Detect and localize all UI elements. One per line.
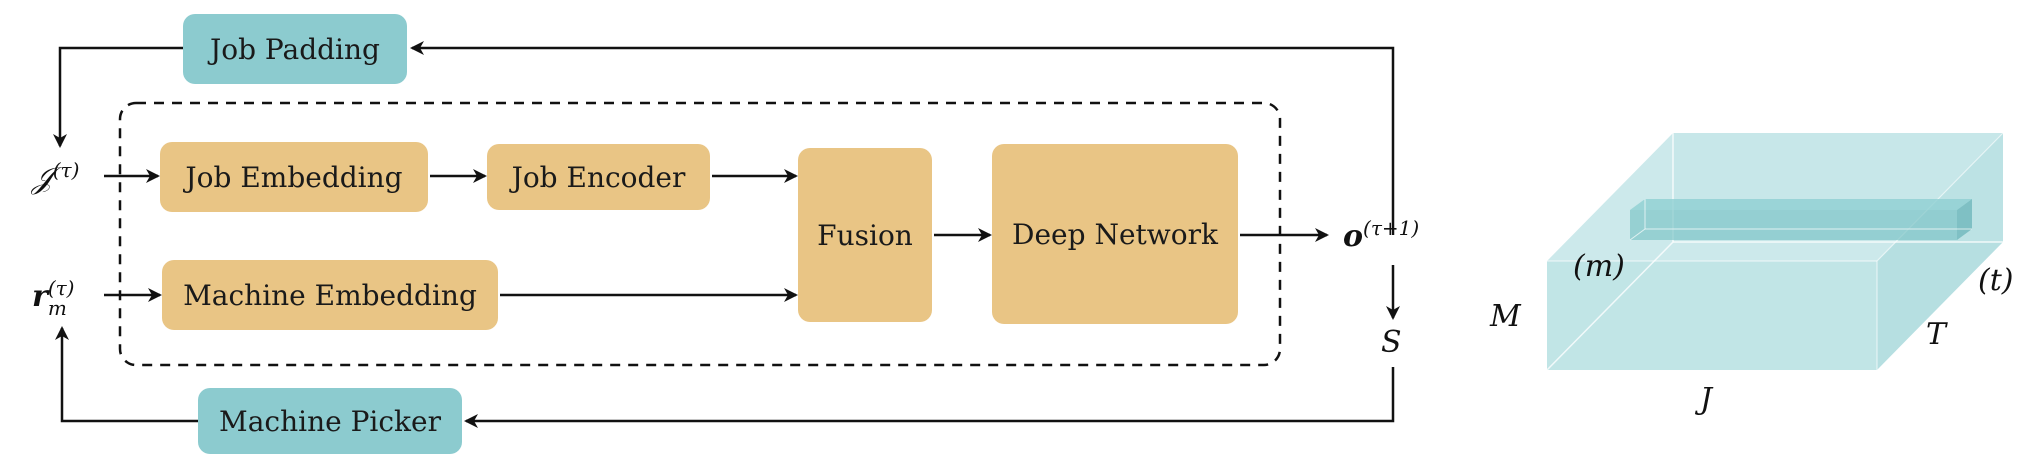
machine-vector-symbol: r	[32, 279, 48, 314]
machine-vector-label: r(τ)m	[32, 278, 74, 318]
tensor-m-index-label: (m)	[1573, 249, 1625, 284]
tensor-cuboid	[1546, 132, 2004, 371]
machine-vector-tau: (τ)	[47, 276, 75, 300]
tensor-T-label: T	[1926, 317, 1947, 352]
schedule-label: S	[1381, 325, 1402, 360]
arrow-job-padding-to-job-set	[53, 46, 183, 148]
tensor-front-face	[1547, 261, 1877, 370]
job-set-label: 𝒥(τ)	[32, 160, 79, 194]
fusion-box: Fusion	[798, 148, 932, 322]
job-set-tau: (τ)	[52, 158, 80, 182]
tensor-M-label: M	[1490, 299, 1521, 334]
tensor-t-index-label: (t)	[1978, 263, 2014, 298]
job-set-symbol: 𝒥	[32, 161, 53, 196]
tensor-J-label: J	[1700, 382, 1713, 417]
output-label: o(τ+1)	[1343, 218, 1419, 252]
tensor-row-slice	[1629, 199, 1972, 241]
arrow-schedule-to-machine-picker	[464, 367, 1395, 428]
machine-picker-box: Machine Picker	[198, 388, 462, 454]
output-symbol: o	[1343, 219, 1364, 254]
deep-network-box: Deep Network	[992, 144, 1238, 324]
job-encoder-box: Job Encoder	[487, 144, 710, 210]
job-embedding-box: Job Embedding	[160, 142, 428, 212]
job-padding-box: Job Padding	[183, 14, 407, 84]
output-tau-plus-one: (τ+1)	[1363, 216, 1420, 240]
machine-vector-m: m	[47, 296, 67, 320]
arrow-output-to-job-padding	[410, 41, 1395, 235]
machine-embedding-box: Machine Embedding	[162, 260, 498, 330]
arrow-machine-picker-to-machine-vec	[55, 326, 198, 423]
